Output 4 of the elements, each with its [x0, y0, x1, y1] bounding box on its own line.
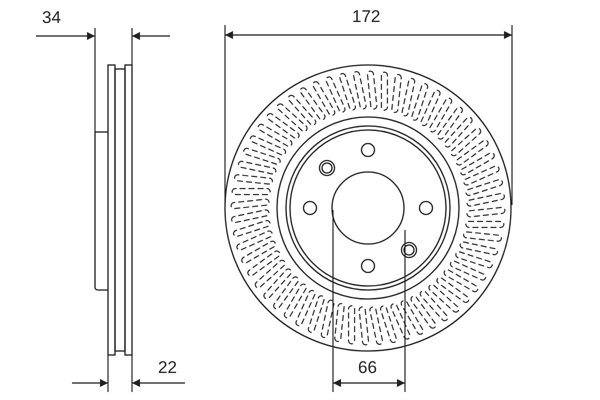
dimension-label: 22	[158, 359, 177, 377]
dimension-label: 34	[42, 9, 61, 27]
dimension-label: 66	[358, 359, 377, 377]
dimension-label: 172	[352, 8, 380, 26]
